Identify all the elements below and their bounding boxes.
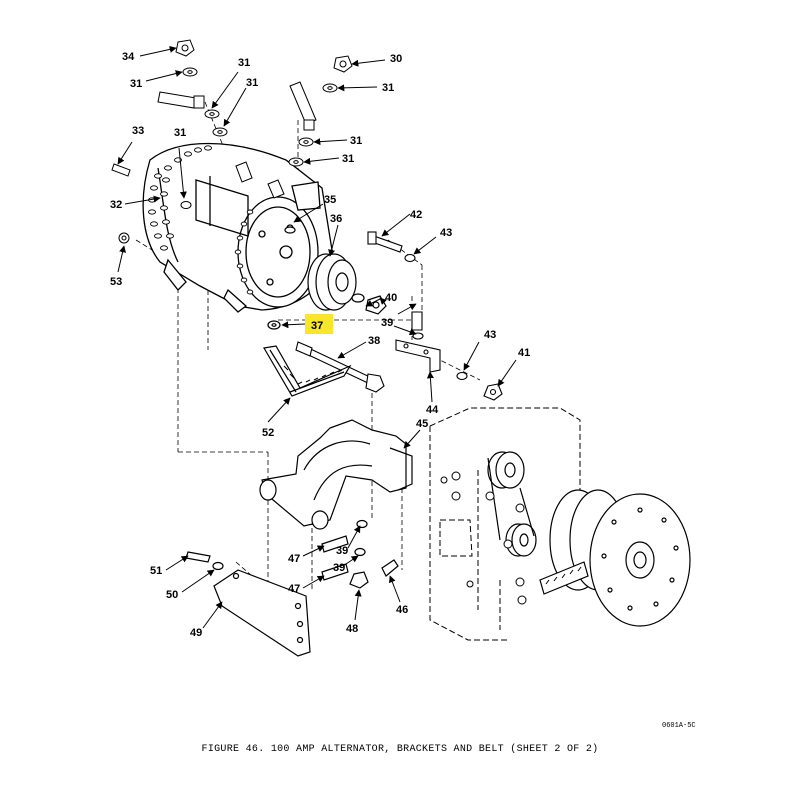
- callout-31: 31: [342, 153, 354, 165]
- lower-bracket-plate: [185, 519, 399, 657]
- callout-highlight-37: [305, 314, 333, 334]
- callout-41: 41: [518, 347, 530, 359]
- callout-31: 31: [350, 135, 362, 147]
- figure-caption: FIGURE 46. 100 AMP ALTERNATOR, BRACKETS …: [201, 744, 599, 755]
- callout-49: 49: [190, 627, 202, 639]
- callout-39: 39: [381, 317, 393, 329]
- callout-35: 35: [324, 194, 336, 206]
- callout-31: 31: [238, 57, 250, 69]
- callout-32: 32: [110, 199, 122, 211]
- callout-37: 37: [311, 320, 323, 332]
- callout-33: 33: [132, 125, 144, 137]
- pulley: [267, 226, 387, 330]
- callout-31: 31: [174, 127, 186, 139]
- callout-45: 45: [416, 418, 428, 430]
- callout-43: 43: [484, 329, 496, 341]
- drawing-code: 0601A-5C: [662, 722, 696, 730]
- callout-38: 38: [368, 335, 380, 347]
- engine-pulleys: [487, 451, 691, 627]
- callout-50: 50: [166, 589, 178, 601]
- alternator-cradle-bracket: [259, 419, 413, 530]
- alternator-vents: [148, 145, 254, 295]
- callout-31: 31: [246, 77, 258, 89]
- callout-31: 31: [382, 82, 394, 94]
- callout-40: 40: [385, 292, 397, 304]
- callout-39: 39: [336, 545, 348, 557]
- callout-36: 36: [330, 213, 342, 225]
- callout-47: 47: [288, 583, 300, 595]
- callout-44: 44: [426, 404, 439, 416]
- callout-labels: 34 31 31 31 31 30 31 31 31 33 32 53 35 3…: [110, 51, 530, 639]
- callout-52: 52: [262, 427, 274, 439]
- drive-belt: [263, 345, 352, 397]
- pivot-bolt: [295, 341, 385, 393]
- callout-53: 53: [110, 276, 122, 288]
- leader-arrows: [117, 45, 517, 629]
- callout-30: 30: [390, 53, 402, 65]
- callout-51: 51: [150, 565, 162, 577]
- terminal-studs: [157, 81, 317, 199]
- callout-43: 43: [440, 227, 452, 239]
- stud-hardware: [111, 39, 353, 244]
- callout-42: 42: [410, 209, 422, 221]
- callout-34: 34: [122, 51, 135, 63]
- upper-bracket-hardware: [367, 231, 503, 401]
- callout-46: 46: [396, 604, 408, 616]
- callout-31: 31: [130, 78, 142, 90]
- callout-48: 48: [346, 623, 358, 635]
- callout-47: 47: [288, 553, 300, 565]
- callout-39: 39: [333, 562, 345, 574]
- engine-bolts: [440, 471, 527, 605]
- alternator: [142, 142, 333, 313]
- engine-block: [429, 407, 581, 641]
